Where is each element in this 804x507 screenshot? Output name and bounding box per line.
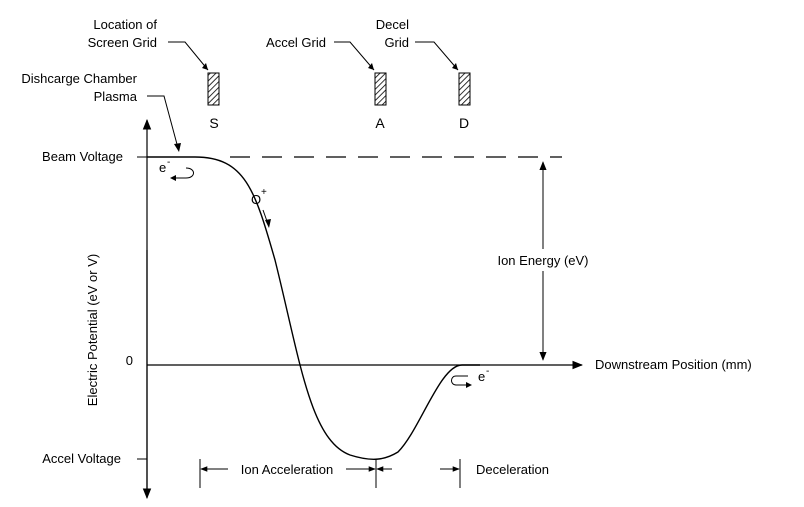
electron-charge-decel: -: [486, 366, 489, 377]
electron-reflection-decel: e -: [451, 366, 489, 388]
decel-grid-label-line1: Decel: [376, 17, 409, 32]
decel-grid-callout: Decel Grid D: [376, 17, 471, 131]
plasma-label-line1: Dishcarge Chamber: [21, 71, 137, 86]
accel-grid-letter: A: [375, 115, 385, 131]
beam-voltage-label: Beam Voltage: [42, 149, 123, 164]
ion-energy-label-bg: [484, 249, 602, 271]
deceleration-dimension: Deceleration: [376, 459, 549, 488]
screen-grid-leader: [168, 41, 209, 71]
screen-grid-label-line1: Location of: [93, 17, 157, 32]
electron-reflection-screen: e -: [159, 157, 194, 181]
electron-symbol-decel: e: [478, 369, 485, 384]
screen-grid-block: [207, 72, 220, 106]
decel-grid-letter: D: [459, 115, 469, 131]
x-axis-label: Downstream Position (mm): [595, 357, 752, 372]
plasma-leader: [147, 95, 179, 149]
electron-reflect-path-screen: [172, 167, 194, 179]
accel-grid-block: [374, 72, 387, 106]
potential-curve: [147, 156, 480, 460]
decel-grid-label-line2: Grid: [384, 35, 409, 50]
y-axis-label: Electric Potential (eV or V): [85, 254, 100, 406]
ion-direction-arrow: [265, 219, 271, 228]
ion-marker: O +: [251, 187, 271, 228]
decel-grid-leader-arrow: [452, 63, 458, 70]
plasma-callout: Dishcarge Chamber Plasma: [21, 71, 181, 152]
electron-reflect-arrow-screen: [170, 175, 176, 181]
screen-grid-label-line2: Screen Grid: [88, 35, 157, 50]
screen-grid-callout: Location of Screen Grid S: [88, 17, 220, 131]
electron-charge-screen: -: [167, 157, 170, 168]
plasma-leader-arrow: [174, 143, 181, 152]
ion-acceleration-dimension: Ion Acceleration: [199, 459, 377, 488]
accel-grid-callout: Accel Grid A: [266, 35, 387, 131]
accel-grid-label: Accel Grid: [266, 35, 326, 50]
accel-grid-leader: [334, 41, 375, 71]
screen-grid-letter: S: [209, 115, 218, 131]
zero-label: 0: [126, 353, 133, 368]
electron-reflect-path-decel: [451, 375, 470, 386]
accel-grid-leader-arrow: [368, 63, 374, 70]
ion-charge: +: [261, 187, 267, 198]
ion-acceleration-label: Ion Acceleration: [241, 462, 334, 477]
plasma-label-line2: Plasma: [94, 89, 138, 104]
screen-grid-leader-arrow: [202, 63, 208, 70]
ion-symbol: O: [251, 192, 261, 207]
ion-energy-label: Ion Energy (eV): [497, 253, 588, 268]
electron-symbol-screen: e: [159, 160, 166, 175]
electron-reflect-arrow-decel: [466, 382, 472, 388]
accel-voltage-label: Accel Voltage: [42, 451, 121, 466]
decel-grid-block: [458, 72, 471, 106]
decel-grid-leader: [415, 41, 459, 71]
deceleration-label: Deceleration: [476, 462, 549, 477]
